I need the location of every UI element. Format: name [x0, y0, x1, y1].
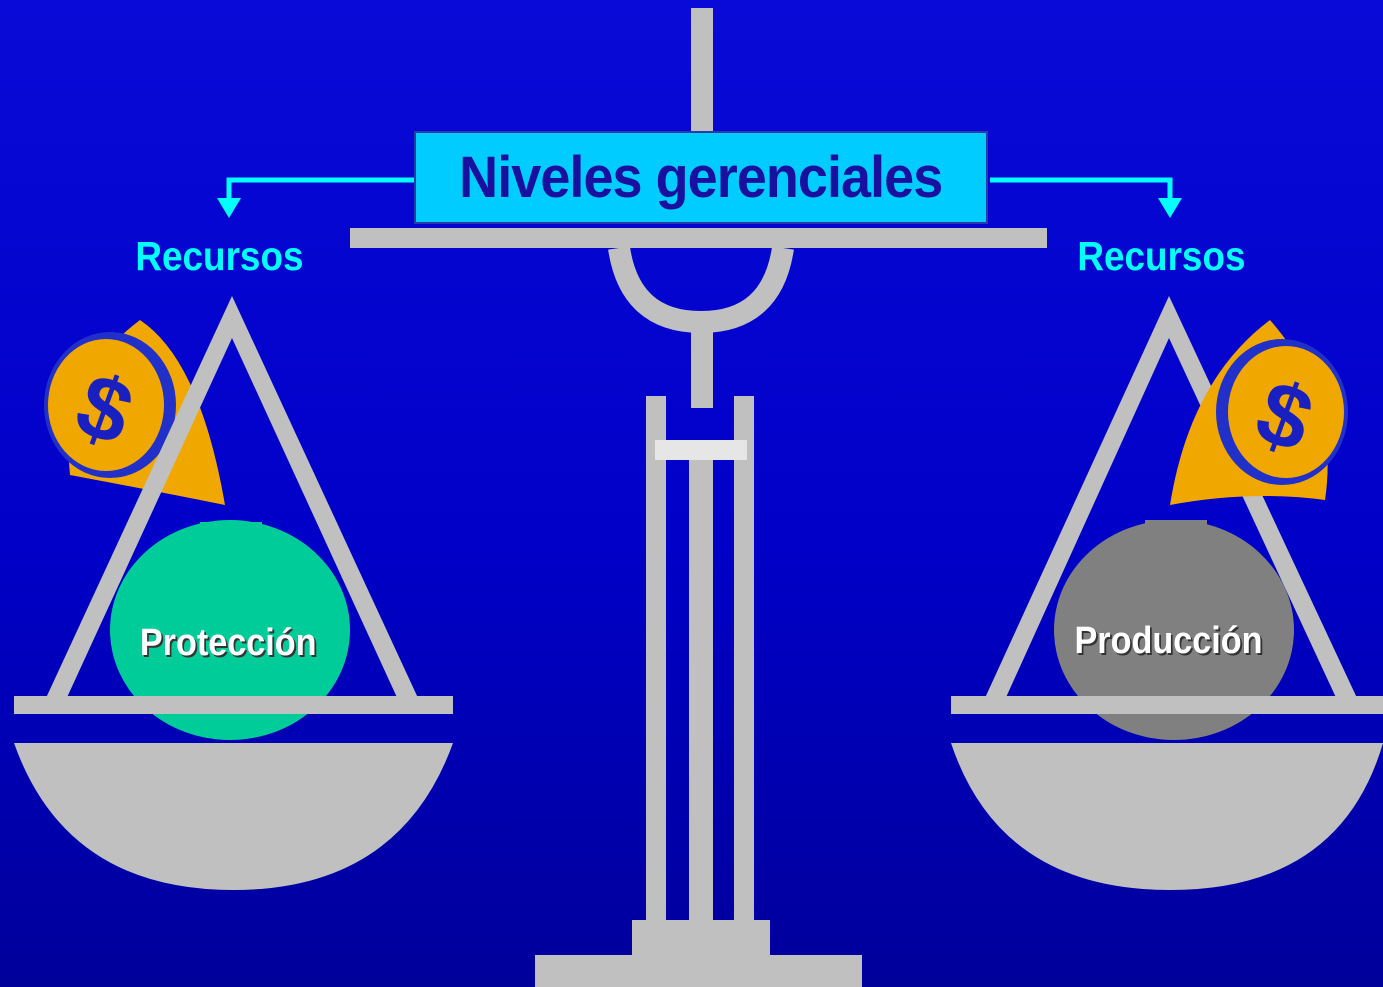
- scale-beam: [350, 228, 1047, 334]
- right-money-bag-icon: $: [1170, 320, 1348, 505]
- protection-label: Protección: [139, 622, 317, 664]
- production-weight: [1054, 520, 1294, 740]
- diagram-title: Niveles gerenciales: [459, 145, 943, 210]
- left-money-bag-icon: $: [44, 320, 225, 505]
- title-box: Niveles gerenciales: [414, 131, 988, 224]
- left-resources-label: Recursos: [135, 233, 304, 279]
- left-pan: [14, 296, 453, 890]
- left-arrow: [217, 177, 414, 218]
- protection-weight: [110, 520, 350, 740]
- right-pan-weight: [951, 520, 1383, 890]
- production-label: Producción: [1074, 620, 1263, 662]
- scale-stand: [535, 8, 862, 987]
- right-arrow: [990, 177, 1182, 218]
- right-resources-label: Recursos: [1077, 233, 1246, 279]
